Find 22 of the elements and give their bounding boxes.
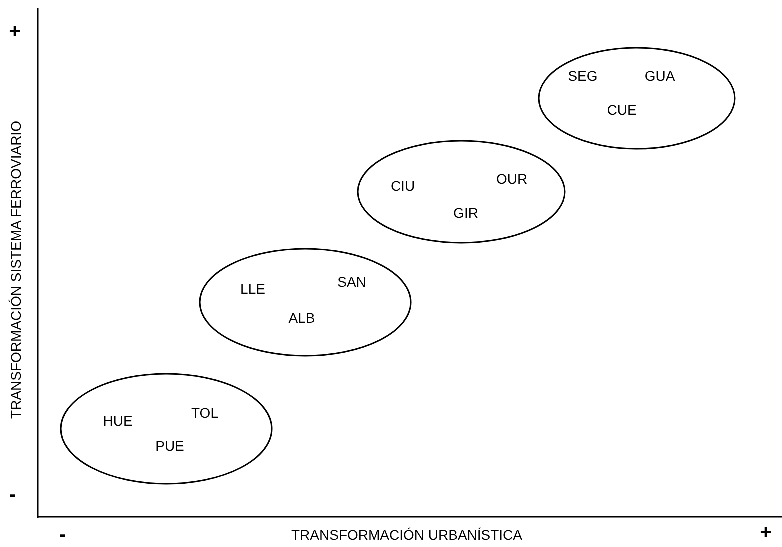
- city-code: SAN: [338, 275, 366, 289]
- city-code: GIR: [454, 206, 478, 220]
- ellipse-group: [538, 47, 736, 150]
- city-code: CUE: [607, 103, 637, 117]
- axis-title: TRANSFORMACIÓN URBANÍSTICA: [292, 528, 522, 542]
- city-code: OUR: [496, 172, 528, 186]
- ellipse-group: [199, 248, 412, 357]
- axis-sign: -: [10, 485, 16, 505]
- city-code: CIU: [390, 179, 416, 193]
- axis-sign: +: [760, 523, 772, 543]
- axis-sign: -: [60, 525, 66, 545]
- city-code: GUA: [644, 69, 676, 83]
- city-code: PUE: [156, 439, 184, 453]
- city-code: ALB: [288, 311, 316, 325]
- city-code: HUE: [103, 414, 133, 428]
- axis-title: TRANSFORMACIÓN SISTEMA FERROVIARIO: [9, 121, 23, 419]
- ellipse-group: [357, 140, 566, 244]
- ellipse-group: [60, 373, 273, 485]
- city-code: SEG: [568, 69, 598, 83]
- city-code: LLE: [240, 282, 266, 296]
- axis-sign: +: [9, 22, 21, 42]
- city-code: TOL: [192, 406, 218, 420]
